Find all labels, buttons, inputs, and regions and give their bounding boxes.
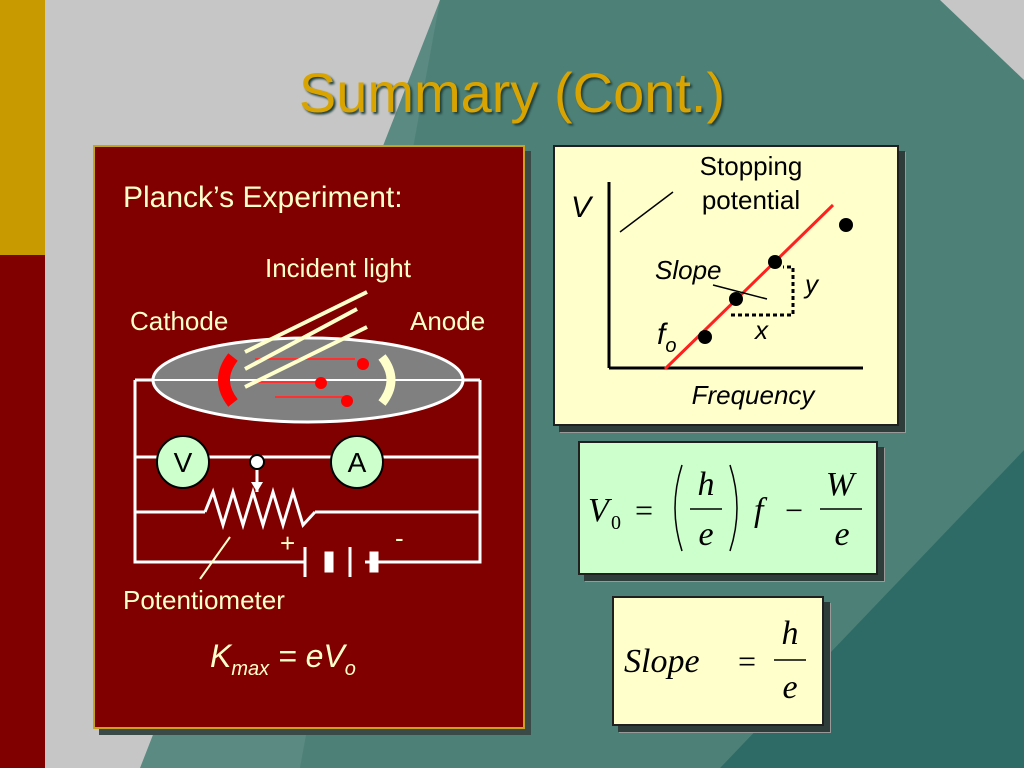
slope-label: Slope: [655, 255, 722, 285]
cathode-label: Cathode: [130, 306, 228, 336]
eq-sub0: 0: [611, 512, 621, 534]
photoelectric-equation-box: V 0 = h e f − W e: [578, 441, 878, 575]
cathode-electrode: [218, 353, 238, 407]
eq-h: h: [698, 466, 715, 503]
slope-lhs: Slope: [624, 643, 700, 680]
eq-W: W: [826, 466, 857, 503]
stopping-potential-graph: V Stopping potential Slope y x fo Freque…: [553, 145, 899, 426]
left-paren: [674, 464, 683, 552]
eq-minus: −: [785, 492, 803, 528]
battery-icon: [303, 547, 379, 577]
stopping-potential-label-line2: potential: [702, 185, 800, 215]
kmax-equation: Kmax = eVo: [210, 638, 356, 680]
data-point: [768, 255, 782, 269]
junction-node: [249, 454, 265, 470]
left-gold-bar: [0, 0, 45, 255]
ammeter-label: A: [348, 447, 367, 478]
incident-light-label: Incident light: [265, 253, 412, 283]
battery-minus-label: -: [395, 523, 404, 553]
photoelectric-equation: V 0 = h e f − W e: [588, 464, 862, 553]
graph-x-label: Frequency: [692, 380, 817, 410]
graph-y-label: V: [571, 191, 594, 224]
experiment-diagram: Planck’s Experiment: Incident light Cath…: [123, 181, 485, 680]
experiment-panel: Planck’s Experiment: Incident light Cath…: [93, 145, 525, 729]
fit-line: [663, 203, 835, 371]
data-point: [698, 330, 712, 344]
data-points: [698, 218, 853, 344]
right-paren: [729, 464, 738, 552]
stopping-potential-pointer: [619, 191, 674, 233]
experiment-heading: Planck’s Experiment:: [123, 181, 403, 214]
slope-pointer: [712, 284, 768, 300]
slide-title: Summary (Cont.): [298, 61, 726, 124]
ammeter-icon: [330, 435, 384, 489]
slope-triangle: [731, 265, 795, 317]
voltmeter-label: V: [174, 447, 193, 478]
slope-equation: Slope = h e: [624, 615, 806, 706]
data-point: [839, 218, 853, 232]
eq-equals: =: [635, 492, 653, 528]
potentiometer-pointer: [199, 536, 231, 580]
slope-equals: =: [738, 643, 756, 679]
anode-electrode: [378, 354, 396, 406]
slope-e: e: [782, 669, 797, 706]
electrons: [315, 358, 369, 407]
slope-h: h: [782, 615, 799, 652]
stopping-potential-label-line1: Stopping: [700, 151, 803, 181]
fo-label: fo: [657, 318, 676, 357]
eq-e2: e: [834, 516, 849, 553]
potentiometer-resistor: [203, 486, 317, 531]
voltmeter-icon: [156, 435, 210, 489]
incident-light-rays: [244, 290, 368, 389]
left-maroon-bar: [0, 255, 45, 768]
eq-V: V: [588, 492, 613, 529]
anode-label: Anode: [410, 306, 485, 336]
y-delta-label: y: [803, 269, 820, 299]
data-point: [729, 292, 743, 306]
potentiometer-label: Potentiometer: [123, 585, 285, 615]
slope-equation-box: Slope = h e: [612, 596, 824, 726]
eq-f: f: [754, 492, 768, 529]
x-delta-label: x: [753, 315, 769, 345]
graph-canvas: V Stopping potential Slope y x fo Freque…: [571, 151, 863, 410]
battery-plus-label: +: [280, 528, 295, 558]
eq-e: e: [698, 516, 713, 553]
